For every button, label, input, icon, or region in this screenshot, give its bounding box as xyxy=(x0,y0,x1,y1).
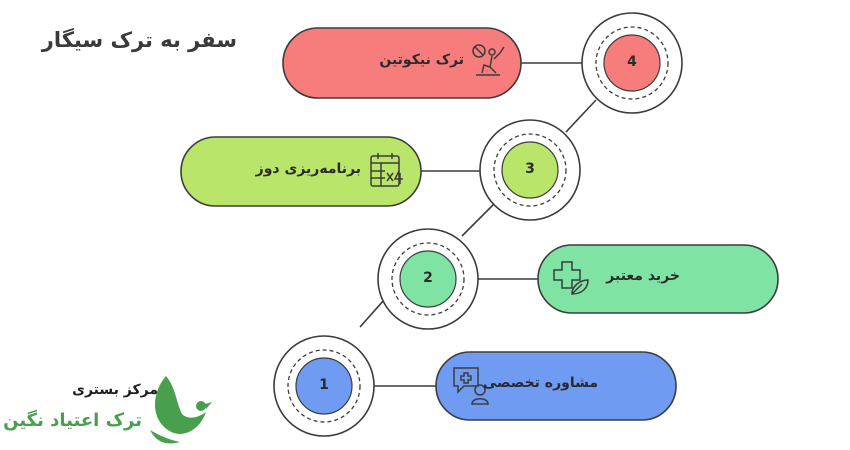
step-2-group xyxy=(377,228,779,330)
connector-2-3 xyxy=(461,203,495,237)
bird-logo-icon xyxy=(150,376,212,444)
step-1-label: مشاوره تخصصی xyxy=(482,375,598,391)
step-3-group xyxy=(180,119,581,221)
step-1-number-circle xyxy=(295,357,353,415)
step-4-label: ترک نیکوتین xyxy=(379,52,464,68)
step-1-dashed-ring xyxy=(287,349,361,423)
step-2-number-circle xyxy=(399,250,457,308)
step-2-dashed-ring xyxy=(391,242,465,316)
step-3-number: 3 xyxy=(525,161,535,177)
step-2-number: 2 xyxy=(423,270,433,286)
step-3-label: برنامه‌ریزی دوز xyxy=(255,161,361,177)
connector-lines xyxy=(359,99,597,328)
calendar-dose-icon xyxy=(370,153,403,187)
medical-consult-icon xyxy=(453,367,489,405)
connector-1-2 xyxy=(359,299,385,328)
diagram-title: سفر به ترک سیگار xyxy=(41,28,237,52)
step-3-dashed-ring xyxy=(493,133,567,207)
no-smoking-person-icon xyxy=(472,44,505,76)
step-1-group xyxy=(273,335,677,437)
logo-name: ترک اعتیاد نگین xyxy=(3,410,142,431)
logo-subtitle: مرکز بستری xyxy=(72,382,158,398)
step-4-number: 4 xyxy=(627,54,637,70)
medical-leaf-cross-icon xyxy=(553,261,589,295)
step-4-number-circle xyxy=(603,34,661,92)
step-3-number-circle xyxy=(501,141,559,199)
step-4-dashed-ring xyxy=(595,26,669,100)
step-4-group xyxy=(282,12,683,114)
step-2-label: خرید معتبر xyxy=(606,268,680,284)
connector-3-4 xyxy=(565,99,597,133)
step-1-number: 1 xyxy=(319,377,329,393)
